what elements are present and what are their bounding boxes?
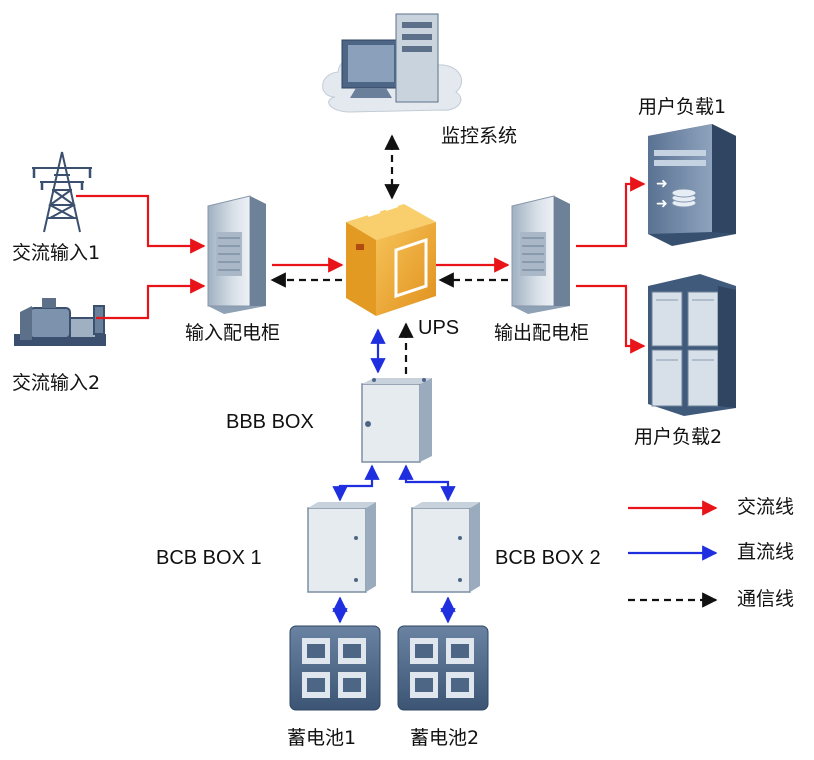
monitoring-system-icon xyxy=(322,13,462,113)
output-distribution-cabinet-icon xyxy=(511,195,570,314)
dc-line-bbb-bcb2 xyxy=(398,464,456,502)
battery-2-icon xyxy=(397,625,489,711)
ac-lines xyxy=(76,176,646,354)
ac-line-input1-to-cabinet xyxy=(76,194,206,254)
legend-ac-label: 交流线 xyxy=(737,496,795,518)
user-load-1-icon: ➜ ➜ xyxy=(648,124,736,246)
user-load-2-icon xyxy=(648,274,736,416)
svg-text:➜: ➜ xyxy=(656,196,668,212)
bcb-box-1-label: BCB BOX 1 xyxy=(156,547,262,569)
output-cabinet-label: 输出配电柜 xyxy=(494,322,590,344)
bcb-box-2-icon xyxy=(411,502,480,593)
input-cabinet-label: 输入配电柜 xyxy=(185,322,281,344)
ups-cabinet-icon xyxy=(346,204,436,316)
load-1-label: 用户负载1 xyxy=(638,96,727,118)
ups-label: UPS xyxy=(418,317,460,339)
battery-2-label: 蓄电池2 xyxy=(410,727,480,749)
monitoring-system-label: 监控系统 xyxy=(441,125,518,147)
ac-input-1-label: 交流输入1 xyxy=(12,242,101,264)
bcb-box-2-label: BCB BOX 2 xyxy=(495,547,601,569)
legend-dc-label: 直流线 xyxy=(737,541,795,563)
bbb-box-icon xyxy=(361,378,432,463)
battery-1-icon xyxy=(289,625,381,711)
comm-lines xyxy=(270,134,508,374)
bbb-box-label: BBB BOX xyxy=(226,411,314,433)
dc-lines xyxy=(332,328,456,624)
transmission-tower-icon xyxy=(32,151,92,233)
legend-swatches xyxy=(628,500,718,608)
load-2-label: 用户负载2 xyxy=(634,426,723,448)
ac-input-2-label: 交流输入2 xyxy=(12,372,101,394)
bcb-box-1-icon xyxy=(307,502,376,593)
generator-icon xyxy=(14,298,106,346)
battery-1-label: 蓄电池1 xyxy=(287,727,357,749)
svg-text:➜: ➜ xyxy=(656,176,668,192)
dc-line-bbb-bcb1 xyxy=(332,464,380,502)
input-distribution-cabinet-icon xyxy=(207,195,266,314)
ac-line-input2-to-cabinet xyxy=(96,278,206,320)
ac-line-output-to-load-2 xyxy=(576,284,646,354)
ac-line-output-to-load-1 xyxy=(576,176,646,248)
legend-comm-label: 通信线 xyxy=(737,588,795,610)
